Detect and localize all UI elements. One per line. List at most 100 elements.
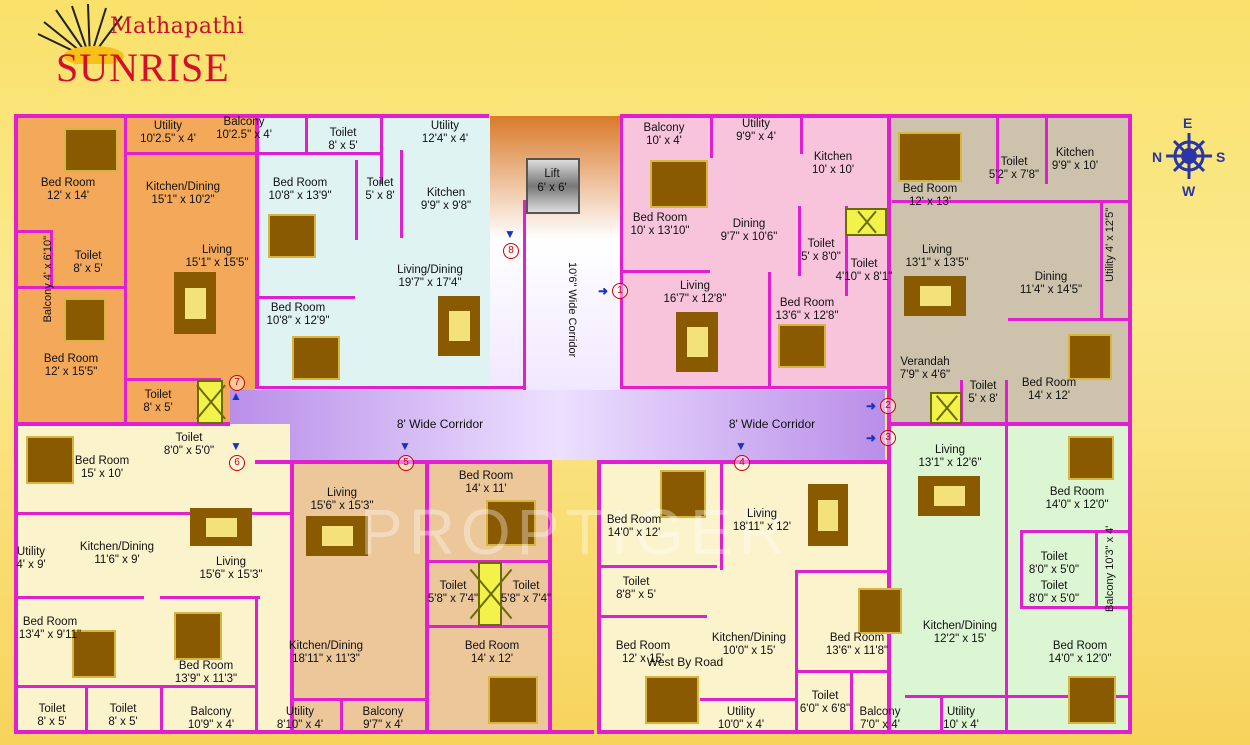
duct-shaft xyxy=(930,392,962,424)
sun-rays-icon xyxy=(37,4,124,64)
corridor-vertical-label: 10'6" Wide Corridor xyxy=(566,262,578,358)
bed-icon xyxy=(778,324,826,368)
entry-marker: 5 xyxy=(398,455,414,471)
entry-arrow-icon: ▼ xyxy=(230,439,242,453)
bed-icon xyxy=(1068,436,1114,480)
bed-icon xyxy=(1068,334,1112,380)
sofa-set-icon xyxy=(808,484,848,546)
room-label: Utility 4' x 12'5" xyxy=(1104,207,1116,282)
entry-marker: 1 xyxy=(612,283,628,299)
entry-marker: 2 xyxy=(880,398,896,414)
entry-arrow-icon: ▼ xyxy=(735,439,747,453)
bed-icon xyxy=(898,132,962,182)
bed-icon xyxy=(72,630,116,678)
bed-icon xyxy=(660,470,706,518)
room-label: Balcony 10'3" x 4' xyxy=(1104,525,1116,612)
room-label: Balcony 4' x 6'10" xyxy=(42,236,54,323)
bed-icon xyxy=(858,588,902,634)
entry-arrow-icon: ➜ xyxy=(598,284,609,298)
sofa-set-icon xyxy=(438,296,480,356)
entry-arrow-icon: ➜ xyxy=(866,431,877,445)
sofa-set-icon xyxy=(174,272,216,334)
entry-arrow-icon: ▲ xyxy=(230,389,242,403)
bed-icon xyxy=(1068,676,1116,724)
compass: E N S W xyxy=(1152,115,1225,199)
bed-icon xyxy=(650,160,708,208)
lift-size: 6' x 6' xyxy=(537,182,567,194)
duct-shaft xyxy=(478,562,502,626)
entry-marker: 8 xyxy=(503,243,519,259)
lift-box xyxy=(526,158,580,214)
bed-icon xyxy=(268,214,316,258)
sofa-set-icon xyxy=(676,312,718,372)
compass-east-label: E xyxy=(1183,115,1193,131)
bed-icon xyxy=(64,128,118,172)
bed-icon xyxy=(64,298,106,342)
main-corridor xyxy=(230,390,885,460)
compass-west-label: W xyxy=(1182,183,1196,199)
compass-north-label: N xyxy=(1152,149,1163,165)
bed-icon xyxy=(174,612,222,660)
logo-project-name: SUNRISE xyxy=(56,45,230,90)
duct-shaft xyxy=(845,208,887,236)
sofa-set-icon xyxy=(306,516,368,556)
logo-brand-text: Mathapathi xyxy=(110,14,245,39)
flat-zone-orange xyxy=(15,116,255,424)
entry-arrow-icon: ▼ xyxy=(504,227,516,241)
corridor-right-label: 8' Wide Corridor xyxy=(728,417,816,431)
compass-south-label: S xyxy=(1216,149,1226,165)
lift-label: Lift xyxy=(544,168,560,180)
entry-arrow-icon: ▼ xyxy=(399,439,411,453)
sofa-set-icon xyxy=(918,476,980,516)
bed-icon xyxy=(486,500,536,546)
